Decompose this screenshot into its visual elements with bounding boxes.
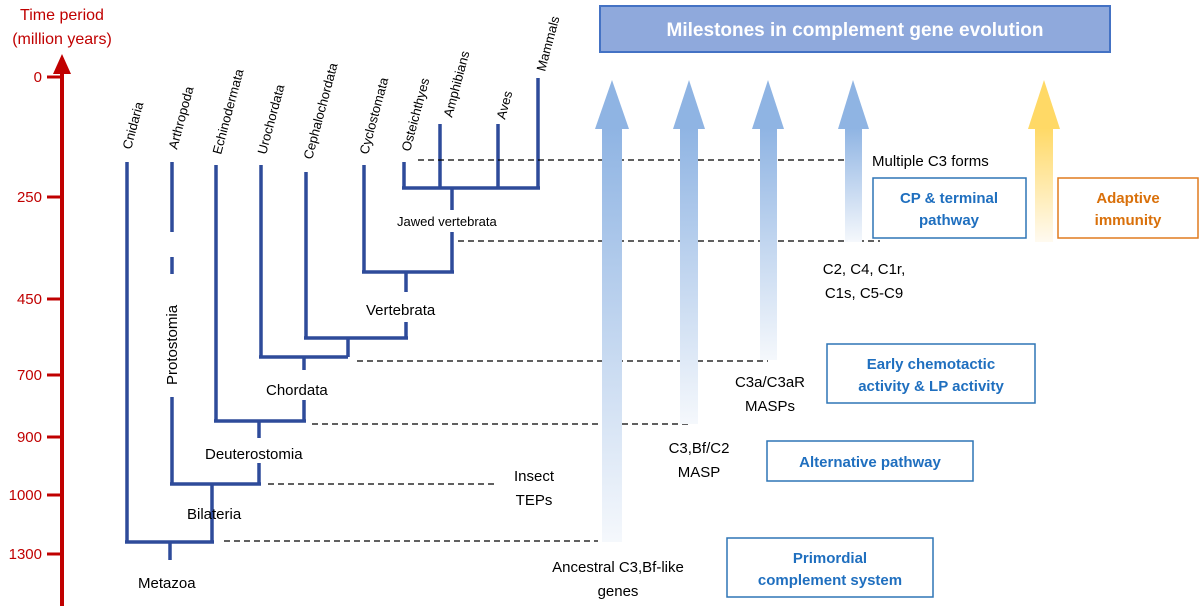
gene-c3bf-line1: C3,Bf/C2 bbox=[669, 440, 730, 457]
box-frame bbox=[766, 440, 974, 482]
taxon-labels: Cnidaria Arthropoda Echinodermata Urocho… bbox=[119, 14, 562, 161]
header-title: Milestones in complement gene evolution bbox=[667, 20, 1044, 41]
taxon-mammals: Mammals bbox=[533, 14, 562, 73]
taxon-cephalochordata: Cephalochordata bbox=[300, 61, 340, 161]
clade-deuterostomia: Deuterostomia bbox=[205, 446, 303, 463]
box-early-line2: activity & LP activity bbox=[858, 378, 1004, 395]
arrow-early bbox=[752, 80, 784, 360]
axis-tick-label: 1300 bbox=[9, 546, 42, 563]
arrow-head bbox=[595, 80, 629, 129]
gene-ancestral-line2: genes bbox=[598, 583, 639, 600]
box-cp: CP & terminal pathway bbox=[872, 177, 1027, 239]
arrow-shaft bbox=[760, 128, 777, 360]
arrow-alternative bbox=[673, 80, 705, 424]
arrow-shaft bbox=[680, 128, 698, 424]
pathway-boxes: Primordial complement system Alternative… bbox=[726, 177, 1199, 598]
phylogenetic-tree bbox=[125, 78, 540, 560]
clade-bilateria: Bilateria bbox=[187, 506, 242, 523]
axis-tick-label: 250 bbox=[17, 189, 42, 206]
axis-tick-label: 1000 bbox=[9, 487, 42, 504]
box-adaptive-line1: Adaptive bbox=[1096, 190, 1159, 207]
clade-chordata: Chordata bbox=[266, 382, 328, 399]
box-primordial: Primordial complement system bbox=[726, 537, 934, 598]
clade-labels: Metazoa Bilateria Deuterostomia Protosto… bbox=[138, 214, 497, 592]
arrow-head bbox=[838, 80, 869, 129]
taxon-cnidaria: Cnidaria bbox=[119, 99, 146, 150]
arrow-shaft bbox=[845, 128, 862, 242]
arrow-ancestral bbox=[595, 80, 629, 542]
axis-arrowhead bbox=[53, 54, 71, 74]
box-alternative-label: Alternative pathway bbox=[799, 454, 941, 471]
arrow-shaft bbox=[602, 128, 622, 542]
gene-c2-line2: C1s, C5-C9 bbox=[825, 285, 903, 302]
gene-c3bf-line2: MASP bbox=[678, 464, 721, 481]
axis-title-line1: Time period bbox=[20, 7, 104, 24]
box-early-line1: Early chemotactic bbox=[867, 356, 995, 373]
clade-metazoa: Metazoa bbox=[138, 575, 196, 592]
box-cp-line1: CP & terminal bbox=[900, 190, 998, 207]
box-frame bbox=[726, 537, 934, 598]
axis-ticks bbox=[47, 75, 62, 556]
taxon-urochordata: Urochordata bbox=[254, 82, 287, 156]
dashed-guides bbox=[224, 159, 880, 542]
box-frame bbox=[872, 177, 1027, 239]
arrow-head bbox=[673, 80, 705, 129]
clade-protostomia: Protostomia bbox=[164, 304, 181, 385]
taxon-amphibians: Amphibians bbox=[440, 49, 472, 119]
taxon-echinodermata: Echinodermata bbox=[209, 67, 246, 156]
arrow-shaft bbox=[1035, 128, 1053, 242]
gene-ancestral-line1: Ancestral C3,Bf-like bbox=[552, 559, 684, 576]
box-adaptive-line2: immunity bbox=[1095, 212, 1162, 229]
axis-tick-label: 900 bbox=[17, 429, 42, 446]
box-primordial-line1: Primordial bbox=[793, 550, 867, 567]
box-adaptive: Adaptive immunity bbox=[1057, 177, 1199, 239]
box-primordial-line2: complement system bbox=[758, 572, 902, 589]
gene-multiple-c3: Multiple C3 forms bbox=[872, 153, 989, 170]
arrow-head bbox=[752, 80, 784, 129]
axis-title-line2: (million years) bbox=[12, 31, 112, 48]
arrow-adaptive bbox=[1028, 80, 1060, 242]
time-axis: Time period (million years) 0 250 450 70… bbox=[9, 7, 112, 606]
evolution-arrows bbox=[595, 80, 1060, 542]
taxon-aves: Aves bbox=[493, 89, 515, 121]
box-frame bbox=[1057, 177, 1199, 239]
box-frame bbox=[826, 343, 1036, 404]
gene-insect-line1: Insect bbox=[514, 468, 555, 485]
taxon-cyclostomata: Cyclostomata bbox=[356, 75, 391, 156]
clade-vertebrata: Vertebrata bbox=[366, 302, 436, 319]
clade-jawed-vertebrata: Jawed vertebrata bbox=[397, 214, 497, 229]
taxon-arthropoda: Arthropoda bbox=[165, 84, 196, 151]
arrow-cp bbox=[838, 80, 869, 242]
box-early: Early chemotactic activity & LP activity bbox=[826, 343, 1036, 404]
gene-c3a-line1: C3a/C3aR bbox=[735, 374, 805, 391]
axis-tick-label: 700 bbox=[17, 367, 42, 384]
header-banner: Milestones in complement gene evolution bbox=[599, 5, 1111, 53]
gene-annotations: Ancestral C3,Bf-like genes Insect TEPs C… bbox=[514, 153, 989, 600]
box-alternative: Alternative pathway bbox=[766, 440, 974, 482]
taxon-osteichthyes: Osteichthyes bbox=[398, 76, 432, 153]
gene-insect-line2: TEPs bbox=[516, 492, 553, 509]
gene-c3a-line2: MASPs bbox=[745, 398, 795, 415]
axis-tick-label: 0 bbox=[34, 69, 42, 86]
axis-tick-label: 450 bbox=[17, 291, 42, 308]
gene-c2-line1: C2, C4, C1r, bbox=[823, 261, 906, 278]
box-cp-line2: pathway bbox=[919, 212, 980, 229]
header-box bbox=[599, 5, 1111, 53]
arrow-head bbox=[1028, 80, 1060, 129]
